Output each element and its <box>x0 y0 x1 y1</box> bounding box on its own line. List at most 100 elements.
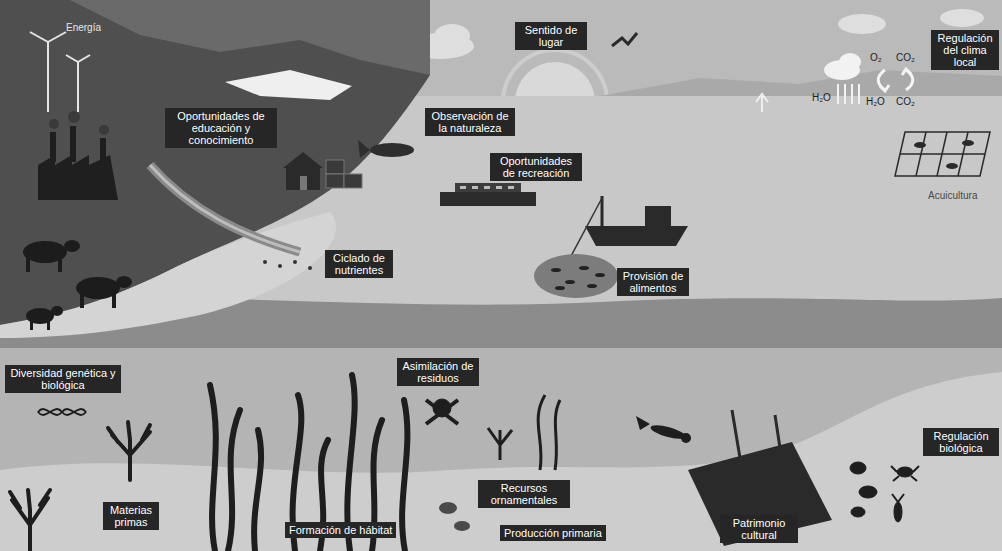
whale <box>358 140 414 158</box>
service-label-box: Asimilación de residuos <box>397 358 479 386</box>
shellfish-part <box>892 494 904 502</box>
shells-part <box>454 521 470 531</box>
service-label-text: Patrimonio cultural <box>724 517 794 541</box>
service-label-box: Producción primaria <box>500 525 606 541</box>
river <box>150 165 300 252</box>
ferry-part <box>455 183 521 192</box>
fish-net-part-part <box>587 284 597 288</box>
chemical-formula: H₂O <box>812 92 831 103</box>
dna-symbol-part <box>38 409 86 415</box>
service-label-text: Regulación del clima local <box>935 32 995 68</box>
service-label-box: Recursos ornamentales <box>478 480 570 508</box>
shipwreck-part-part <box>732 410 740 458</box>
clouds-part <box>434 24 470 48</box>
skull-symbol-part <box>433 399 451 417</box>
seabed <box>0 372 1002 551</box>
shipwreck-part <box>688 442 832 546</box>
kelp-part <box>228 410 240 551</box>
cloud-rain-icon-part <box>838 84 859 104</box>
fish-net-part-part <box>555 286 565 290</box>
wind-turbines-part <box>78 55 90 62</box>
fish-net-part-part <box>565 280 575 284</box>
corals-part <box>10 490 50 551</box>
shellfish-part <box>894 502 902 522</box>
fish-net-part <box>534 254 618 298</box>
factories-part <box>38 155 118 200</box>
fishing-boat <box>570 196 688 258</box>
aquaculture-pens-part <box>895 132 990 176</box>
bird <box>612 33 637 46</box>
service-label-box: Oportunidades de recreación <box>490 153 582 181</box>
cloud-rain-icon-part-part <box>851 84 853 104</box>
skull-symbol <box>426 399 458 424</box>
clouds-part <box>838 14 886 34</box>
wind-turbines <box>30 32 90 112</box>
cows-part <box>47 320 50 330</box>
footprints <box>263 260 312 270</box>
footprints-part <box>308 266 312 270</box>
chemical-formula: CO₂ <box>896 96 915 107</box>
shipwreck <box>688 410 832 546</box>
cows-part <box>26 258 30 272</box>
corals-part <box>108 422 150 480</box>
aquaculture-pens-part <box>900 153 985 155</box>
chemical-formula: CO₂ <box>896 52 915 63</box>
aquaculture-pens-part-part <box>914 142 926 148</box>
diver <box>636 416 691 443</box>
ferry-part <box>440 192 536 206</box>
shipwreck-part <box>732 410 780 458</box>
service-label-text: Asimilación de residuos <box>401 360 475 384</box>
river-part <box>150 165 300 252</box>
aquaculture-label: Acuicultura <box>928 190 977 201</box>
cows-part <box>116 276 132 288</box>
service-label-text: Formación de hábitat <box>289 524 392 536</box>
cycle-arrows <box>878 69 913 91</box>
service-label-box: Provisión de alimentos <box>617 268 689 296</box>
cloud-rain-icon-part-part <box>858 84 860 104</box>
wind-turbines-part <box>48 32 66 42</box>
shellfish-part <box>851 507 865 517</box>
cloud-rain-icon-part-part <box>837 84 839 104</box>
service-label-text: Diversidad genética y biológica <box>9 367 117 391</box>
skull-symbol-part <box>426 400 458 424</box>
wind-turbines-part <box>66 55 78 62</box>
fish-net <box>534 254 618 298</box>
shipwreck-part-part <box>775 415 780 448</box>
diver-part <box>681 433 691 443</box>
cloud-rain-icon-part-part <box>844 84 846 104</box>
service-label-box: Regulación del clima local <box>931 30 999 70</box>
fishing-boat-part <box>645 206 671 226</box>
factories-part <box>49 119 59 129</box>
fish-net-part-part <box>551 268 561 272</box>
ferry-part-part <box>472 186 478 189</box>
service-label-text: Producción primaria <box>504 527 602 539</box>
ferry-part-part <box>496 186 502 189</box>
fish-net-part <box>551 266 605 290</box>
service-label-box: Sentido de lugar <box>515 22 587 50</box>
ferry-part-part <box>484 186 490 189</box>
service-label-box: Materias primas <box>103 502 159 530</box>
factories <box>38 111 118 200</box>
mountains <box>70 0 430 75</box>
service-label-text: Oportunidades de recreación <box>494 155 578 179</box>
house-and-crates-part <box>286 168 320 190</box>
kelp <box>210 375 407 551</box>
energy-label: Energía <box>66 22 101 33</box>
aquaculture-pens-part-part <box>962 140 974 146</box>
chemical-formula: O₂ <box>870 52 882 63</box>
shellfish-part <box>850 462 866 474</box>
cycle-arrows-part <box>902 69 911 75</box>
diver-part <box>636 416 650 430</box>
beach <box>0 212 336 338</box>
service-label-text: Materias primas <box>107 504 155 528</box>
shells-part <box>439 502 457 514</box>
service-label-box: Ciclado de nutrientes <box>325 250 393 278</box>
house-and-crates <box>283 152 362 190</box>
shellfish-part <box>859 486 877 498</box>
service-label-box: Observación de la naturaleza <box>425 108 515 136</box>
service-label-box: Oportunidades de educación y conocimient… <box>165 108 277 148</box>
ferry-part-part <box>508 186 514 189</box>
